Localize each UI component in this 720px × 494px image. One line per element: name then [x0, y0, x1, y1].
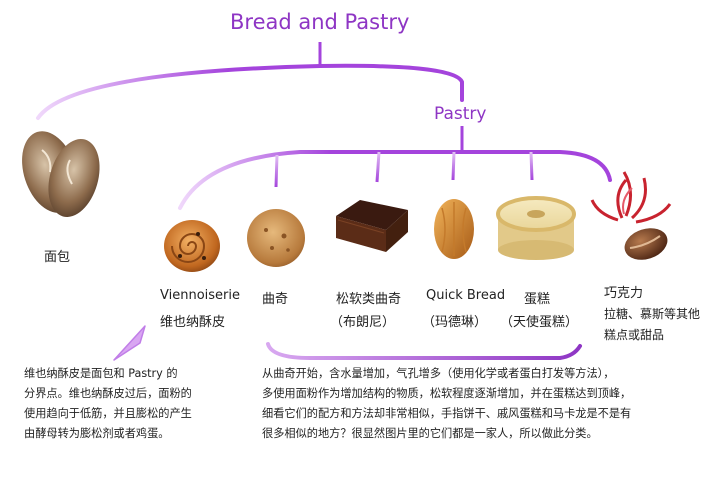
pastry-bracket: [178, 150, 612, 210]
note-left: 维也纳酥皮是面包和 Pastry 的 分界点。维也纳酥皮过后，面粉的 使用趋向于…: [24, 364, 192, 444]
tick-cookie: [274, 154, 279, 188]
angel-cake-image: [496, 196, 576, 260]
label-chocolate: 巧克力: [604, 286, 644, 301]
note-left-line: 使用趋向于低筋，并且膨松的产生: [24, 407, 192, 420]
note-left-line: 分界点。维也纳酥皮过后，面粉的: [24, 387, 192, 400]
label-soft-cookie: 松软类曲奇: [336, 292, 402, 307]
viennoiserie-image: [164, 220, 220, 272]
label-viennoiserie-zh: 维也纳酥皮: [160, 315, 226, 330]
note-right-line: 很多相似的地方？很显然图片里的它们都是一家人，所以做此分类。: [262, 427, 598, 440]
note-right-line: 多使用面粉作为增加结构的物质，松软程度逐渐增加，并在蛋糕达到顶峰，: [262, 387, 632, 400]
callout-left: [113, 325, 146, 361]
lower-bracket: [266, 342, 582, 360]
note-left-line: 由酵母转为膨松剂或者鸡蛋。: [24, 427, 170, 440]
note-right-line: 细看它们的配方和方法却非常相似，手指饼干、戚风蛋糕和马卡龙是不是有: [262, 407, 632, 420]
label-cake: 蛋糕: [524, 292, 551, 307]
note-left-line: 维也纳酥皮是面包和 Pastry 的: [24, 367, 178, 380]
label-chocolate-desc1: 拉糖、慕斯等其他: [604, 307, 701, 321]
label-viennoiserie-en: Viennoiserie: [160, 288, 240, 303]
chocolate-image: [590, 171, 672, 260]
label-bread: 面包: [44, 250, 71, 265]
tick-brownie: [375, 151, 381, 183]
madeleine-image: [434, 199, 474, 259]
label-chocolate-desc2: 糕点或甜品: [604, 328, 665, 342]
root-bracket: [36, 63, 464, 120]
note-right: 从曲奇开始，含水量增加，气孔增多（使用化学或者蛋白打发等方法）， 多使用面粉作为…: [262, 364, 631, 444]
label-angel-cake: （天使蛋糕）: [500, 315, 579, 330]
label-cookie: 曲奇: [262, 292, 289, 307]
label-quick-bread: Quick Bread: [426, 288, 506, 303]
cookie-image: [247, 209, 305, 267]
bread-image: [22, 131, 100, 218]
tick-cake: [529, 151, 534, 181]
label-madeleine: （玛德琳）: [422, 315, 488, 330]
tick-madeleine: [451, 151, 456, 181]
label-brownie: （布朗尼）: [330, 315, 396, 330]
note-right-line: 从曲奇开始，含水量增加，气孔增多（使用化学或者蛋白打发等方法），: [262, 367, 615, 380]
root-title: Bread and Pastry: [230, 10, 410, 34]
pastry-title: Pastry: [434, 104, 487, 124]
brownie-image: [336, 200, 408, 252]
